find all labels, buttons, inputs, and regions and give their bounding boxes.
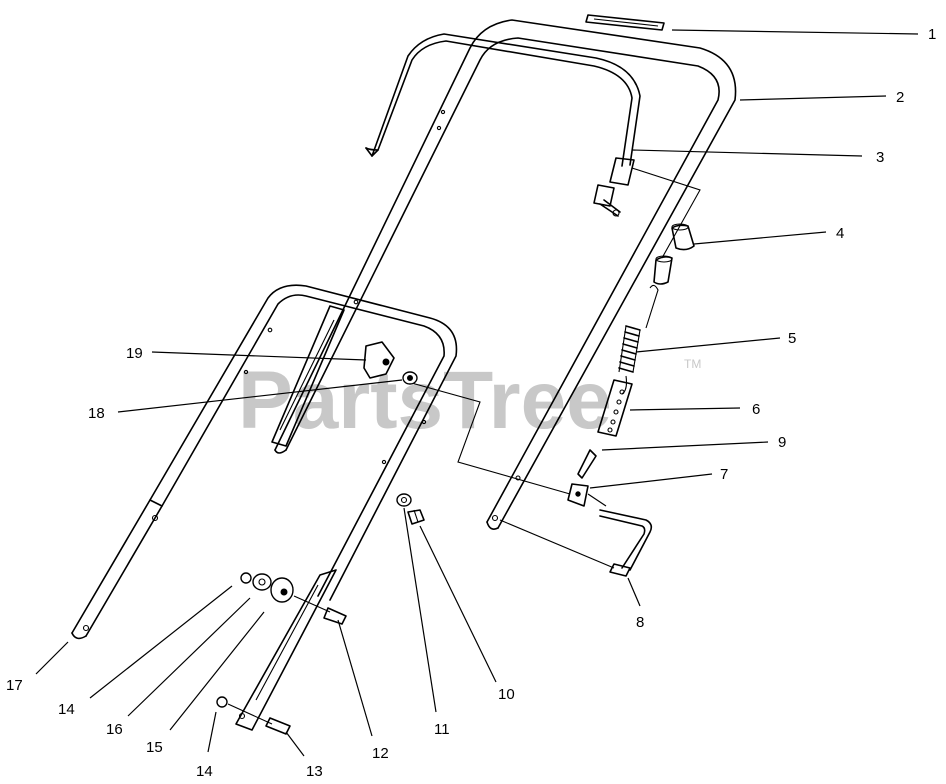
callout-15: 15 <box>146 739 163 756</box>
callout-2: 2 <box>896 89 904 106</box>
washer-11-part <box>396 493 412 507</box>
control-cable-part <box>407 167 701 577</box>
upper-handle-part <box>274 19 737 530</box>
cable-bracket-part <box>567 483 589 507</box>
callout-13: 13 <box>306 763 323 780</box>
callout-7: 7 <box>720 466 728 483</box>
callout-11: 11 <box>434 721 450 738</box>
spring-part <box>618 284 659 395</box>
callout-16: 16 <box>106 721 123 738</box>
callout-18: 18 <box>88 405 105 422</box>
callout-17: 17 <box>6 677 23 694</box>
clip-part <box>577 449 597 479</box>
callout-14a: 14 <box>58 701 75 718</box>
carriage-bolt-10-part <box>407 509 425 525</box>
washer-18-part <box>402 371 418 385</box>
cable-guide-part <box>363 341 395 379</box>
callout-10: 10 <box>498 686 515 703</box>
bail-lever-part <box>365 33 641 217</box>
callout-9: 9 <box>778 434 786 451</box>
callout-12: 12 <box>372 745 389 762</box>
adjuster-plate-part <box>597 379 633 437</box>
cable-end-cap-part <box>653 223 695 285</box>
hardware-cluster-lower <box>216 696 291 735</box>
callout-8: 8 <box>636 614 644 631</box>
callout-1: 1 <box>928 26 936 43</box>
watermark-trademark: TM <box>684 357 701 371</box>
watermark-text: PartsTree <box>238 355 612 446</box>
handle-grip-part <box>585 14 665 31</box>
hardware-cluster-upper <box>240 572 347 625</box>
callout-5: 5 <box>788 330 796 347</box>
callout-4: 4 <box>836 225 844 242</box>
callout-14b: 14 <box>196 763 213 780</box>
callout-3: 3 <box>876 149 884 166</box>
callout-19: 19 <box>126 345 143 362</box>
lower-handle-part <box>71 284 458 731</box>
callout-6: 6 <box>752 401 760 418</box>
